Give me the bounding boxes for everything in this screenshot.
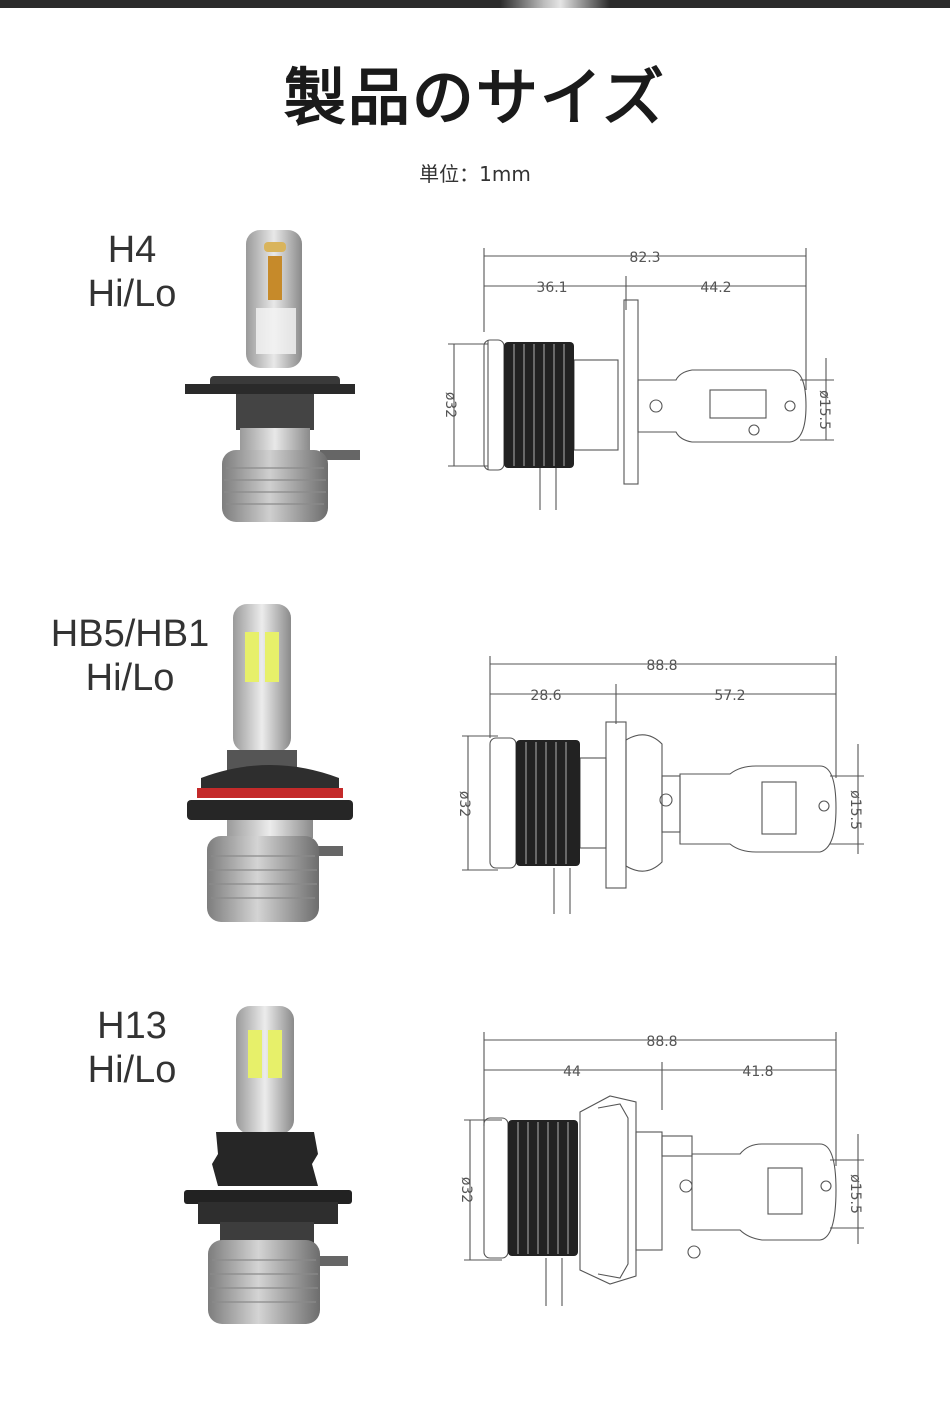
- banner-glow: [500, 0, 610, 8]
- top-banner-strip: [0, 0, 950, 8]
- bulb-name: H4 Hi/Lo: [72, 228, 192, 316]
- dim-tip-diameter: ø15.5: [847, 790, 863, 830]
- bulb-name: HB5/HB1 Hi/Lo: [40, 612, 220, 700]
- bulb-name-line2: Hi/Lo: [85, 657, 175, 699]
- hb5-bulb-photo: [187, 604, 353, 922]
- page-title: 製品のサイズ: [283, 61, 667, 134]
- dim-overall: 82.3: [629, 250, 660, 266]
- dim-rear: 36.1: [536, 280, 567, 296]
- bulb-name-line1: H4: [107, 229, 157, 271]
- dim-body-diameter: ø32: [458, 1177, 474, 1203]
- h4-bulb-photo: [185, 230, 360, 522]
- h4-dimension-drawing: 82.3 36.1 44.2 ø32 ø15.5: [442, 248, 834, 510]
- bulb-name-line2: Hi/Lo: [87, 1049, 177, 1091]
- bulb-name-line1: HB5/HB1: [50, 613, 210, 655]
- dim-rear: 28.6: [530, 688, 561, 704]
- bulb-name: H13 Hi/Lo: [72, 1004, 192, 1092]
- dim-overall: 88.8: [646, 658, 677, 674]
- h13-dimension-drawing: 88.8 44 41.8 ø32 ø15.5: [458, 1032, 864, 1306]
- hb5-dimension-drawing: 88.8 28.6 57.2 ø32 ø15.5: [456, 656, 864, 914]
- dim-front: 41.8: [742, 1064, 773, 1080]
- unit-label: 単位：1mm: [419, 162, 531, 186]
- bulb-name-line1: H13: [97, 1005, 167, 1047]
- dim-tip-diameter: ø15.5: [816, 390, 832, 430]
- dim-tip-diameter: ø15.5: [847, 1174, 863, 1214]
- dim-body-diameter: ø32: [456, 791, 472, 817]
- dim-front: 44.2: [700, 280, 731, 296]
- dim-front: 57.2: [714, 688, 745, 704]
- dim-body-diameter: ø32: [442, 392, 458, 418]
- bulb-name-line2: Hi/Lo: [87, 273, 177, 315]
- dim-rear: 44: [563, 1064, 581, 1080]
- h13-bulb-photo: [184, 1006, 352, 1324]
- dim-overall: 88.8: [646, 1034, 677, 1050]
